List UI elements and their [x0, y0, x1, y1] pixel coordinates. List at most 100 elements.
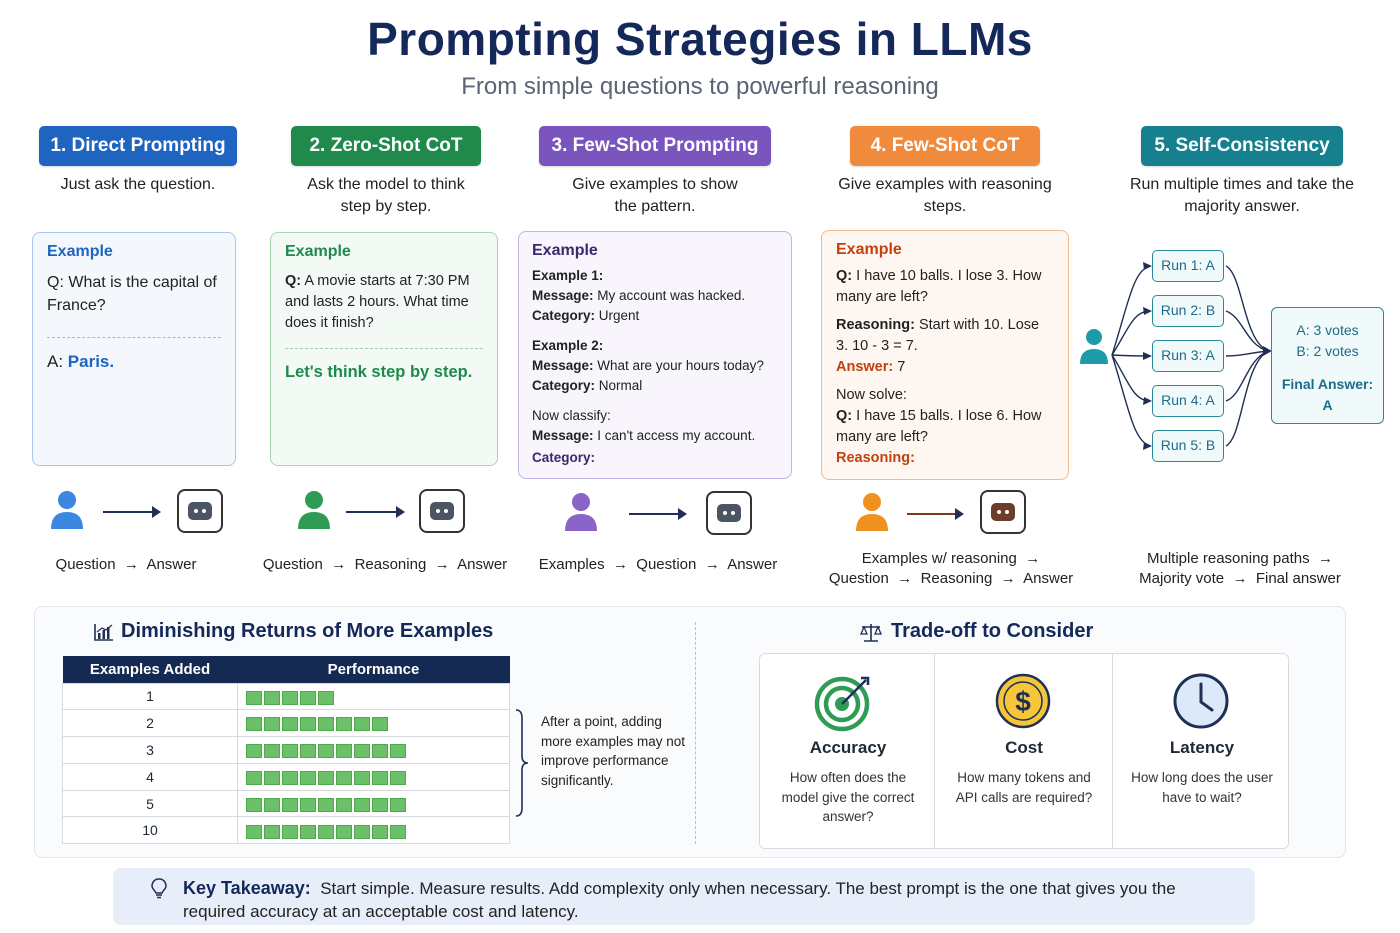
- page-title: Prompting Strategies in LLMs: [367, 13, 1033, 65]
- panel-divider: [695, 622, 696, 844]
- examples-added-cell: 2: [62, 709, 238, 738]
- performance-block: [300, 824, 316, 839]
- flow-arrow: [103, 506, 161, 518]
- performance-block: [336, 744, 352, 759]
- strategy-description: Run multiple times and take the majority…: [1129, 176, 1355, 215]
- performance-block: [282, 690, 298, 705]
- example-question: Q: What is the capital of France?: [47, 274, 217, 314]
- strategy-title: 3. Few-Shot Prompting: [539, 126, 771, 166]
- tradeoff-title: Trade-off to Consider: [891, 620, 1094, 642]
- key-takeaway-banner: Key Takeaway: Start simple. Measure resu…: [113, 868, 1255, 925]
- performance-cell: [237, 709, 510, 738]
- performance-block: [246, 797, 262, 812]
- performance-cell: [237, 789, 510, 818]
- example-label: Example: [285, 243, 351, 260]
- performance-block: [372, 824, 388, 839]
- performance-block: [246, 690, 262, 705]
- example-card-few-shot: Example Example 1: Message: My account w…: [518, 231, 792, 479]
- self-consistency-paths: [1080, 262, 1272, 450]
- dollar-coin-icon: $: [995, 673, 1051, 729]
- examples-added-cell: 5: [62, 789, 238, 818]
- strategy-few-shot: 3. Few-Shot Prompting Give examples to s…: [520, 126, 790, 218]
- final-answer-label: Final Answer:: [1281, 376, 1374, 392]
- performance-block: [300, 717, 316, 732]
- example-question: Q: A movie starts at 7:30 PM and lasts 2…: [285, 273, 470, 331]
- performance-block: [390, 744, 406, 759]
- strategy-title: 5. Self-Consistency: [1141, 126, 1343, 166]
- performance-block: [372, 744, 388, 759]
- performance-block: [282, 717, 298, 732]
- user-icon: [856, 493, 888, 531]
- strategy-description: Give examples to show the pattern.: [572, 176, 738, 215]
- performance-block: [300, 797, 316, 812]
- strategy-title: 4. Few-Shot CoT: [850, 126, 1040, 166]
- flow-label: Multiple reasoning paths → Majority vote…: [1139, 550, 1341, 587]
- performance-block: [282, 797, 298, 812]
- tradeoff-description: How often does the model give the correc…: [781, 770, 915, 824]
- vote-count: B: 2 votes: [1296, 343, 1359, 359]
- examples-added-cell: 1: [62, 682, 238, 711]
- tradeoff-cost: $ Cost How many tokens and API calls are…: [936, 654, 1112, 848]
- target-icon: [814, 676, 870, 732]
- divider: [47, 337, 221, 338]
- example-label: Example: [532, 242, 598, 259]
- performance-block: [372, 717, 388, 732]
- column-header: Performance: [237, 656, 510, 683]
- final-answer-value: A: [1322, 397, 1333, 413]
- cot-example-body: Q: I have 10 balls. I lose 3. How many a…: [836, 268, 1042, 466]
- performance-block: [354, 717, 370, 732]
- cot-cue: Let's think step by step.: [285, 363, 473, 381]
- performance-block: [372, 797, 388, 812]
- tradeoff-label: Cost: [1005, 738, 1043, 757]
- run-box: Run 5: B: [1152, 430, 1224, 462]
- answer-value: Paris.: [67, 352, 115, 371]
- table-row: 3: [62, 736, 510, 764]
- page-subtitle: From simple questions to powerful reason…: [461, 73, 939, 100]
- takeaway-text: Key Takeaway: Start simple. Measure resu…: [183, 878, 1176, 921]
- diminishing-returns-title: Diminishing Returns of More Examples: [121, 620, 494, 642]
- example-label: Example: [47, 243, 113, 260]
- performance-block: [354, 824, 370, 839]
- performance-block: [354, 770, 370, 785]
- strategy-zero-shot-cot: 2. Zero-Shot CoT Ask the model to think …: [272, 126, 500, 218]
- performance-block: [264, 824, 280, 839]
- robot-icon: [706, 491, 752, 535]
- strategy-title: 2. Zero-Shot CoT: [291, 126, 481, 166]
- flow-label: Examples w/ reasoning → Question → Reaso…: [828, 550, 1074, 587]
- performance-block: [300, 744, 316, 759]
- flow-arrow: [346, 506, 405, 518]
- performance-block: [336, 797, 352, 812]
- performance-block: [282, 744, 298, 759]
- run-box: Run 1: A: [1152, 250, 1224, 282]
- tradeoff-label: Accuracy: [809, 738, 887, 757]
- performance-block: [264, 690, 280, 705]
- flow-arrow: [629, 508, 687, 520]
- examples-added-cell: 10: [62, 816, 238, 845]
- performance-block: [282, 770, 298, 785]
- strategy-description: Ask the model to think step by step.: [307, 176, 465, 215]
- performance-block: [282, 824, 298, 839]
- clock-icon: [1173, 673, 1229, 729]
- dollar-symbol: $: [1015, 686, 1031, 717]
- vote-count: A: 3 votes: [1296, 322, 1359, 338]
- brace-icon: [515, 709, 529, 817]
- tradeoff-accuracy: Accuracy How often does the model give t…: [760, 654, 936, 848]
- performance-block: [300, 690, 316, 705]
- performance-block: [264, 770, 280, 785]
- performance-block: [336, 770, 352, 785]
- performance-block: [246, 744, 262, 759]
- performance-cell: [237, 682, 510, 711]
- performance-block: [318, 717, 334, 732]
- performance-block: [318, 824, 334, 839]
- performance-block: [246, 824, 262, 839]
- strategy-title: 1. Direct Prompting: [39, 126, 237, 166]
- majority-vote-box: A: 3 votes B: 2 votes Final Answer: A: [1271, 307, 1384, 424]
- performance-block: [264, 717, 280, 732]
- tradeoff-label: Latency: [1169, 738, 1235, 757]
- tradeoff-description: How long does the user have to wait?: [1131, 770, 1273, 805]
- performance-block: [264, 744, 280, 759]
- table-row: 10: [62, 816, 510, 845]
- example-card-few-shot-cot: Example Q: I have 10 balls. I lose 3. Ho…: [821, 230, 1069, 480]
- performance-block: [300, 770, 316, 785]
